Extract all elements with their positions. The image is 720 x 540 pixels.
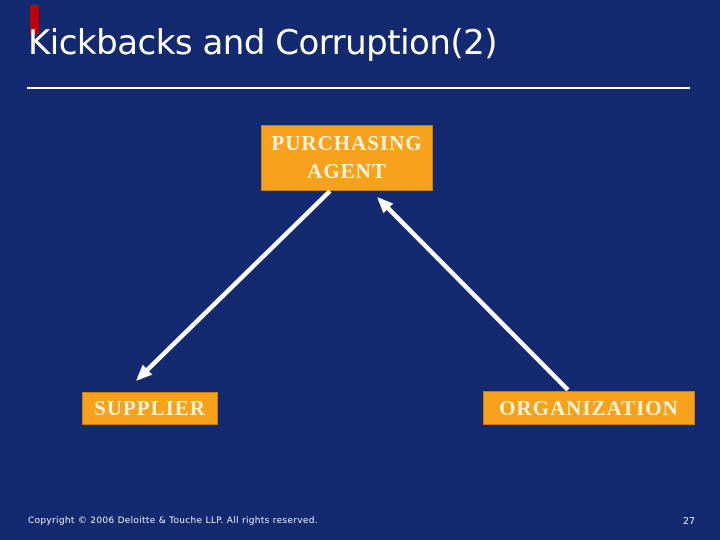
arrow-organization-to-agent: [377, 197, 570, 392]
arrow-agent-to-supplier: [136, 189, 332, 381]
node-organization-label: ORGANIZATION: [499, 395, 679, 420]
footer-copyright: Copyright © 2006 Deloitte & Touche LLP. …: [28, 516, 318, 526]
red-accent-bar: [30, 5, 39, 34]
slide-title: Kickbacks and Corruption(2): [28, 23, 498, 63]
node-organization: ORGANIZATION: [483, 391, 695, 425]
node-purchasing-agent-label: PURCHASING AGENT: [271, 131, 423, 183]
node-purchasing-agent: PURCHASING AGENT: [261, 125, 433, 191]
footer-page-number: 27: [682, 516, 695, 527]
title-divider: [27, 87, 690, 89]
node-supplier: SUPPLIER: [82, 392, 218, 425]
node-supplier-label: SUPPLIER: [94, 396, 206, 420]
